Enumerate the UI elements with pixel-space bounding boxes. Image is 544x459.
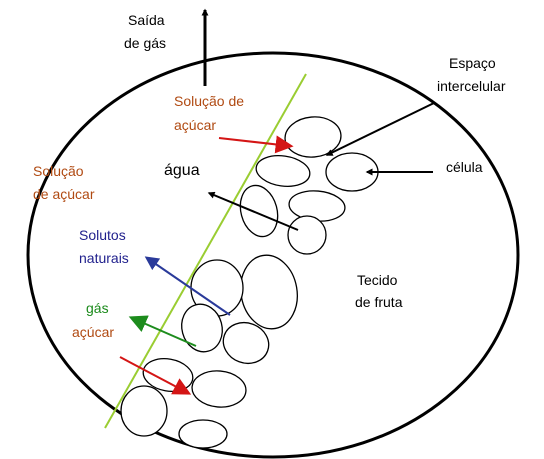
- cell: [178, 419, 228, 449]
- intercellular-space-arrow: [325, 102, 435, 156]
- sugar-arrow: [119, 356, 192, 395]
- cell: [191, 370, 247, 408]
- gas-arrow: [128, 315, 197, 347]
- cell: [120, 385, 168, 437]
- cell: [255, 155, 311, 187]
- cell: [240, 254, 298, 330]
- cell-label: célula: [446, 159, 483, 175]
- cell: [239, 184, 279, 238]
- natural-solutes-arrow: [144, 256, 231, 316]
- cell: [287, 215, 327, 255]
- sugar-solution-arrow: [218, 135, 294, 154]
- cell: [222, 321, 270, 365]
- intercellular-space-label: Espaço intercelular: [437, 55, 506, 94]
- water-label: água: [164, 162, 200, 179]
- cell: [181, 303, 223, 353]
- water-arrow: [207, 191, 299, 231]
- cells: [120, 116, 379, 449]
- gas-exit-label: Saída de gás: [124, 12, 168, 51]
- gas-label: gás: [86, 300, 109, 316]
- sugar-solution-top-label: Solução de açúcar: [174, 93, 248, 133]
- fruit-section-circle: [26, 51, 520, 459]
- sugar-label: açúcar: [72, 324, 114, 340]
- natural-solutes-label: Solutos naturais: [79, 227, 130, 266]
- fruit-tissue-label: Tecido de fruta: [355, 272, 403, 310]
- sugar-solution-left-label: Solução de açúcar: [33, 163, 95, 202]
- membrane-line: [104, 73, 307, 429]
